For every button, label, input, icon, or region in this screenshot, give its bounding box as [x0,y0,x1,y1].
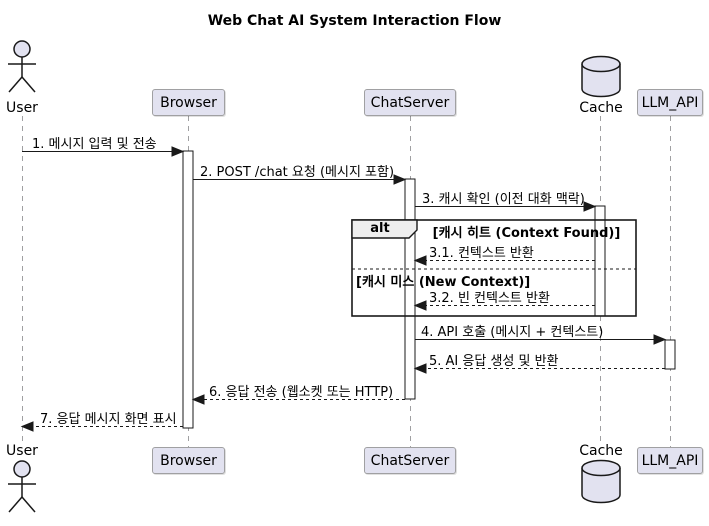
message-arrows [20,146,667,432]
alt-frame [351,219,637,317]
message-label-3-1: 3.1. 컨텍스트 반환 [429,246,534,261]
participant-box-browser-top: Browser [152,89,225,116]
message-label-1: 1. 메시지 입력 및 전송 [32,137,157,152]
alt-guard-hit: [캐시 히트 (Context Found)] [432,226,621,241]
participant-box-llm-api-bottom: LLM_API [637,447,703,474]
participant-box-chatserver-top: ChatServer [364,89,456,116]
alt-guard-miss: [캐시 미스 (New Context)] [356,275,531,290]
participant-label-cache-top: Cache [579,100,623,116]
participant-box-chatserver-bottom: ChatServer [364,447,456,474]
arrowhead-7 [20,421,34,432]
arrowhead-3-1 [413,255,427,266]
arrowhead-6 [191,394,205,405]
activation-bar-browser [182,150,194,429]
participant-box-browser-bottom: Browser [152,447,225,474]
alt-operator-label: alt [370,221,390,236]
message-label-3: 3. 캐시 확인 (이전 대화 맥락) [422,192,585,207]
message-label-2: 2. POST /chat 요청 (메시지 포함) [200,165,395,180]
participant-label-user-top: User [6,100,38,116]
alt-operator-pentagon [351,219,418,239]
participant-label-user-bottom: User [6,443,38,459]
database-icon-top [581,55,621,98]
database-icon-bottom [581,459,621,504]
message-label-4: 4. API 호출 (메시지 + 컨텍스트) [421,325,604,340]
participant-box-llm-api-top: LLM_API [637,89,703,116]
message-label-3-2: 3.2. 빈 컨텍스트 반환 [429,291,550,306]
message-label-7: 7. 응답 메시지 화면 표시 [40,412,177,427]
arrowhead-3 [583,201,597,212]
diagram-title: Web Chat AI System Interaction Flow [207,13,502,29]
arrowhead-4 [653,334,667,345]
message-label-5: 5. AI 응답 생성 및 반환 [429,354,559,369]
activation-bars [182,150,676,429]
arrowhead-3-2 [413,300,427,311]
user-actor-icon-top [8,40,36,93]
arrowhead-2 [393,174,407,185]
message-label-6: 6. 응답 전송 (웹소켓 또는 HTTP) [209,385,394,400]
activation-bar-llm-api [664,339,676,370]
arrowhead-5 [413,363,427,374]
activation-bar-chatserver [404,178,416,400]
user-actor-icon-bottom [8,460,36,513]
participant-label-cache-bottom: Cache [579,443,623,459]
arrowhead-1 [171,146,185,157]
